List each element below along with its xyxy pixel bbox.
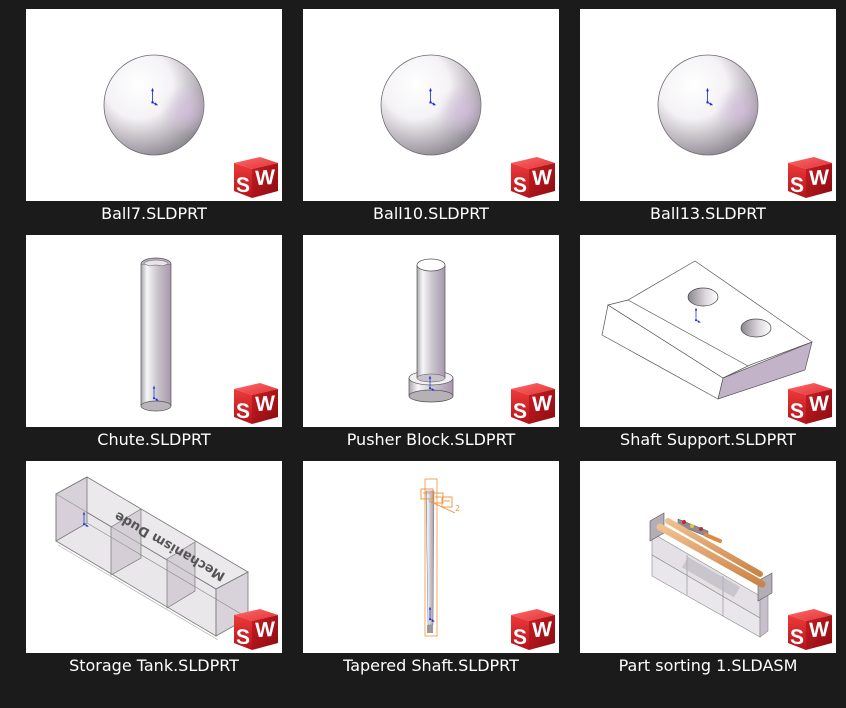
file-item-pusher-block[interactable]: Pusher Block.SLDPRT <box>303 235 559 453</box>
assembly-thumbnail-icon <box>649 512 773 638</box>
sphere-thumbnail-icon <box>380 54 482 156</box>
thumbnail <box>303 9 559 201</box>
thumbnail <box>580 9 836 201</box>
thumbnail <box>303 235 559 427</box>
file-name: Ball7.SLDPRT <box>101 204 207 223</box>
thumbnail: Mechanism Dude <box>26 461 282 653</box>
tapered-shaft-thumbnail-icon: 2 <box>420 478 460 637</box>
thumbnail <box>26 9 282 201</box>
file-name: Part sorting 1.SLDASM <box>618 656 798 675</box>
solidworks-icon <box>784 377 834 425</box>
solidworks-icon <box>230 603 280 651</box>
file-name: Tapered Shaft.SLDPRT <box>343 656 519 675</box>
sphere-thumbnail-icon <box>657 54 759 156</box>
file-name: Shaft Support.SLDPRT <box>620 430 796 449</box>
file-name: Ball13.SLDPRT <box>650 204 766 223</box>
file-item-tapered-shaft[interactable]: 2 Tapered Shaft.SLDPRT <box>303 461 559 679</box>
sphere-thumbnail-icon <box>103 54 205 156</box>
thumbnail <box>580 461 836 653</box>
solidworks-icon <box>230 151 280 199</box>
file-item-chute[interactable]: Chute.SLDPRT <box>26 235 282 453</box>
file-item-ball13[interactable]: Ball13.SLDPRT <box>580 9 836 227</box>
file-name: Storage Tank.SLDPRT <box>69 656 239 675</box>
solidworks-icon <box>784 151 834 199</box>
solidworks-icon <box>507 603 557 651</box>
file-item-ball10[interactable]: Ball10.SLDPRT <box>303 9 559 227</box>
file-item-part-sorting-assembly[interactable]: Part sorting 1.SLDASM <box>580 461 836 679</box>
file-item-storage-tank[interactable]: Mechanism Dude Storage Tank.SLDPRT <box>26 461 282 679</box>
file-name: Pusher Block.SLDPRT <box>346 430 516 449</box>
solidworks-icon <box>507 151 557 199</box>
thumbnail <box>580 235 836 427</box>
file-name: Chute.SLDPRT <box>97 430 211 449</box>
svg-text:2: 2 <box>455 504 460 513</box>
file-item-ball7[interactable]: Ball7.SLDPRT <box>26 9 282 227</box>
file-name: Ball10.SLDPRT <box>373 204 489 223</box>
storage-tank-thumbnail-icon: Mechanism Dude <box>55 476 249 641</box>
file-item-shaft-support[interactable]: Shaft Support.SLDPRT <box>580 235 836 453</box>
block-thumbnail-icon <box>601 260 813 400</box>
half-tube-thumbnail-icon <box>140 257 172 412</box>
solidworks-icon <box>230 377 280 425</box>
cylinder-thumbnail-icon <box>408 258 454 403</box>
solidworks-icon <box>507 377 557 425</box>
thumbnail: 2 <box>303 461 559 653</box>
thumbnail <box>26 235 282 427</box>
solidworks-icon <box>784 603 834 651</box>
